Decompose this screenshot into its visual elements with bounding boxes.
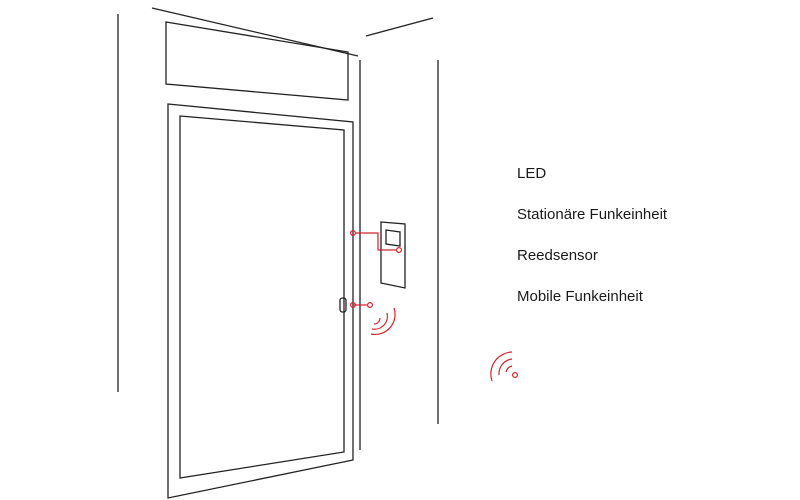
mobile-unit-marker xyxy=(367,302,374,309)
wireless-signal-icon xyxy=(370,307,396,336)
door-leaf xyxy=(179,115,345,479)
legend-item-stationary-radio-unit: Stationäre Funkeinheit xyxy=(517,206,668,223)
legend-item-led: LED xyxy=(517,165,547,182)
door-frame xyxy=(167,103,354,499)
transom-panel xyxy=(165,21,349,101)
legend: LED Stationäre Funkeinheit Reedsensor Mo… xyxy=(517,164,667,328)
reed-sensor-marker xyxy=(350,302,357,309)
stationary-unit-marker xyxy=(396,247,403,254)
ceiling-line-right xyxy=(365,17,434,37)
stationary-radio-unit xyxy=(380,221,406,289)
legend-item-reed-sensor: Reedsensor xyxy=(517,247,598,264)
legend-item-mobile-radio-unit: Mobile Funkeinheit xyxy=(517,288,643,305)
legend-signal-icon xyxy=(490,351,518,382)
led-connector-line xyxy=(356,232,396,251)
door-handle xyxy=(339,297,347,313)
unit-display xyxy=(385,229,401,247)
led-marker xyxy=(350,230,357,237)
